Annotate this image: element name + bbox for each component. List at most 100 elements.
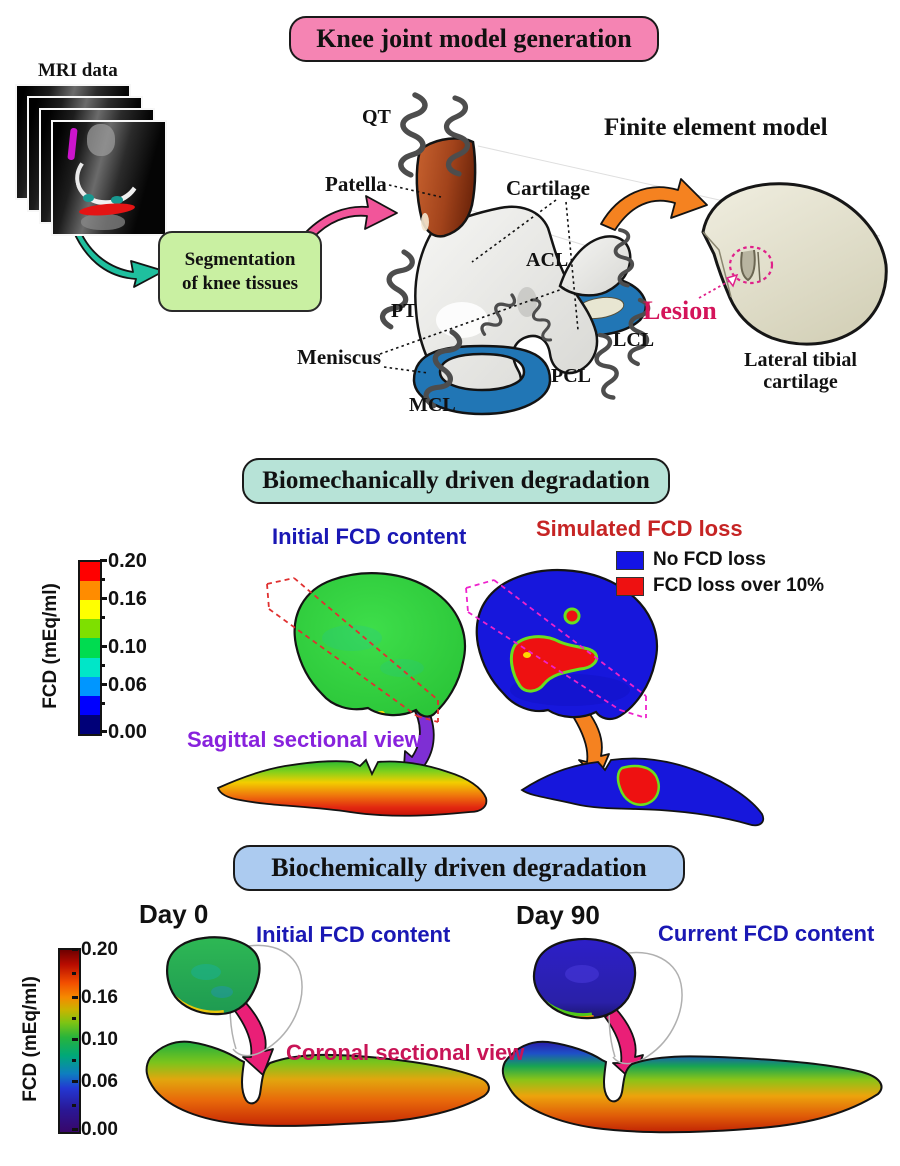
cbar2-tick-minor: [72, 1104, 76, 1107]
legend-no-loss: No FCD loss: [616, 549, 766, 571]
fcd-axis-label: FCD (mEq/ml): [40, 583, 61, 709]
mri-data-label: MRI data: [38, 60, 118, 81]
fcd-axis-label-wrap-bottom: FCD (mEq/ml): [20, 948, 42, 1130]
label-pcl: PCL: [551, 365, 591, 387]
fcd-patch: [380, 659, 424, 677]
label-meniscus: Meniscus: [297, 345, 381, 369]
cbar2-tick-minor: [72, 1017, 76, 1020]
cbar-tick: [100, 730, 107, 733]
cbar-seg: [80, 657, 100, 677]
cbar-seg: [80, 600, 100, 620]
meniscus-leader-1: [379, 286, 569, 355]
banner-biochemical: Biochemically driven degradation: [233, 845, 685, 891]
fcd-loss-patch-large: [509, 635, 599, 693]
cbar2-tick-label: 0.20: [81, 939, 118, 960]
fcd-colorbar-continuous: [58, 948, 81, 1134]
cbar-tick-minor: [100, 578, 105, 581]
mri-seg-femoral-cartilage: [69, 141, 147, 212]
label-pt: PT: [391, 300, 417, 322]
mri-seg-patella: [67, 127, 78, 161]
label-qt: QT: [362, 106, 391, 128]
day90-coronal-strip: [501, 1040, 883, 1134]
sagittal-strip: [216, 758, 488, 817]
fe-model: [698, 182, 888, 346]
fcd-patch: [322, 625, 382, 651]
day0-label: Day 0: [139, 899, 209, 929]
label-patella: Patella: [325, 172, 387, 196]
cbar-seg: [80, 714, 100, 734]
legend-swatch-no-loss: [616, 550, 644, 570]
lesion-notch-line: [757, 251, 761, 283]
fcd-colorbar-discrete: [78, 560, 102, 736]
meniscus-leader-2: [383, 366, 429, 374]
banner-model-generation: Knee joint model generation: [289, 16, 659, 62]
lesion-notch: [740, 249, 756, 282]
fcd-patch: [211, 986, 233, 998]
cbar-seg: [80, 676, 100, 696]
cartilage-leader-2: [565, 201, 579, 331]
fcd-patch: [191, 964, 221, 980]
lesion-circle: [728, 245, 774, 285]
cbar-tick-label: 0.20: [108, 550, 147, 572]
femur-highlight: [436, 302, 488, 338]
lateral-condyle-wing: [558, 235, 632, 297]
label-lcl: LCL: [613, 329, 655, 351]
lesion-leader: [698, 279, 732, 299]
cbar2-tick-label: 0.16: [81, 987, 118, 1008]
cbar-tick-minor: [100, 616, 105, 619]
leader-lines: [379, 184, 579, 374]
cbar-seg: [80, 581, 100, 601]
mri-slice-front: [51, 120, 167, 236]
fcd-axis-label-wrap: FCD (mEq/ml): [40, 560, 62, 732]
cbar2-tick-label: 0.06: [81, 1071, 118, 1092]
fe-model-title: Finite element model: [604, 114, 828, 141]
mri-stack: [15, 84, 169, 238]
day90-model: [532, 937, 637, 1020]
cbar-tick-label: 0.06: [108, 674, 147, 696]
cbar-seg: [80, 619, 100, 639]
strip-loss-patch: [616, 764, 660, 806]
sagittal-view-label: Sagittal sectional view: [187, 727, 422, 752]
banner-biomechanical: Biomechanically driven degradation: [242, 458, 670, 504]
mri-tibia-blob: [81, 214, 125, 230]
cbar2-tick: [72, 996, 78, 999]
label-mcl: MCL: [409, 394, 456, 416]
cbar-tick: [100, 559, 107, 562]
current-fcd-title: Current FCD content: [658, 921, 875, 946]
cbar-seg: [80, 695, 100, 715]
initial-fcd-title-bottom: Initial FCD content: [256, 922, 451, 947]
cbar-tick-label: 0.16: [108, 588, 147, 610]
lateral-tibial-label: Lateral tibial cartilage: [744, 349, 857, 393]
fcd-loss-model: [465, 568, 659, 721]
day0-coronal-strip: [145, 1040, 490, 1127]
legend-label-no-loss: No FCD loss: [653, 549, 766, 570]
mri-femur-blob: [87, 124, 115, 156]
fcd-loss-strip: [520, 757, 765, 827]
label-acl: ACL: [526, 249, 569, 271]
simulated-fcd-title: Simulated FCD loss: [536, 516, 743, 541]
segmentation-box: Segmentation of knee tissues: [158, 231, 322, 312]
cbar2-tick: [72, 1128, 78, 1131]
cbar2-tick: [72, 1038, 78, 1041]
cbar-seg: [80, 638, 100, 658]
label-cartilage: Cartilage: [506, 176, 590, 200]
cbar2-tick-label: 0.10: [81, 1029, 118, 1050]
cbar-tick-label: 0.10: [108, 636, 147, 658]
fcd-patch: [565, 965, 599, 983]
cbar-tick-minor: [100, 664, 105, 667]
initial-fcd-title: Initial FCD content: [272, 524, 467, 549]
initial-fcd-model: [266, 572, 467, 723]
knee-joint-model: [379, 94, 648, 416]
mri-seg-menisci: [83, 194, 94, 202]
model-to-fe-arrow-icon: [600, 178, 708, 231]
lesion-leader-arrowhead: [725, 273, 739, 288]
cbar2-tick-label: 0.00: [81, 1119, 118, 1140]
cartilage-leader-1: [471, 199, 557, 263]
cbar-seg: [80, 562, 100, 582]
cbar-tick: [100, 645, 107, 648]
cbar2-tick-minor: [72, 972, 76, 975]
legend-swatch-loss: [616, 576, 644, 596]
day0-coronal-arrow-icon: [234, 1002, 274, 1076]
cbar2-tick: [72, 1080, 78, 1083]
